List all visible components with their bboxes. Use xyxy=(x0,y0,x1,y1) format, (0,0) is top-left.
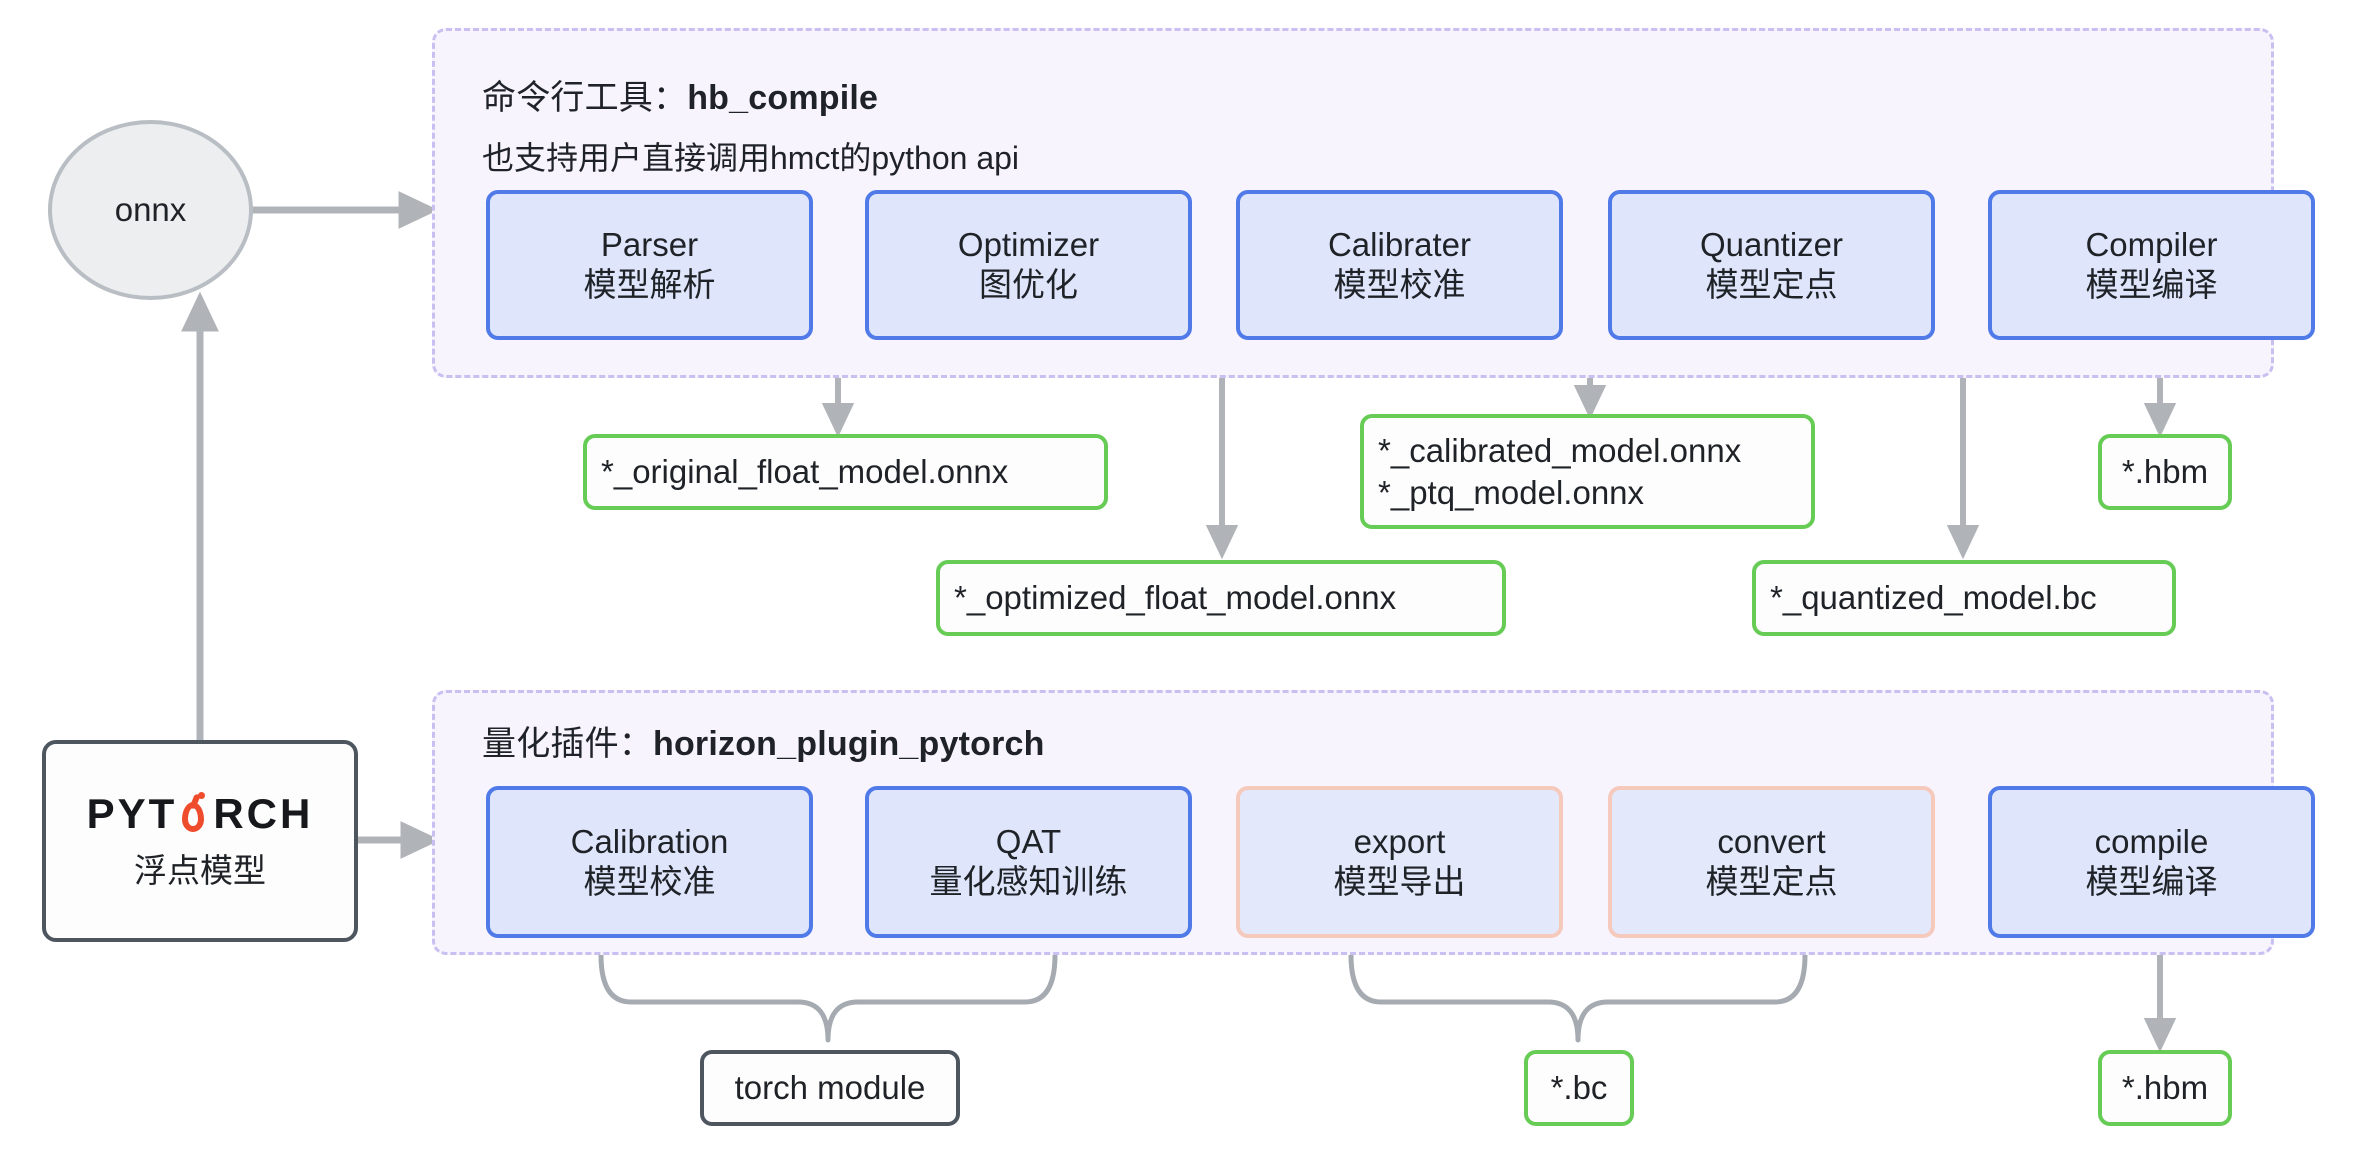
stage-convert-en: convert xyxy=(1717,822,1826,860)
stage-export[interactable]: export 模型导出 xyxy=(1236,786,1563,938)
stage-qat-cn: 量化感知训练 xyxy=(929,863,1128,900)
stage-calibration-en: Calibration xyxy=(570,822,729,860)
artifact-calibrated-model-line: *_calibrated_model.onnx xyxy=(1378,432,1742,470)
brace-torch-module xyxy=(598,952,1058,1043)
stage-optimizer-cn: 图优化 xyxy=(979,266,1078,303)
panel-hb-compile-title-prefix: 命令行工具： xyxy=(482,79,688,117)
stage-optimizer[interactable]: Optimizer 图优化 xyxy=(865,190,1192,340)
stage-quantizer[interactable]: Quantizer 模型定点 xyxy=(1608,190,1935,340)
pytorch-logo: PYT RCH xyxy=(87,790,314,838)
stage-calibrater-cn: 模型校准 xyxy=(1333,266,1466,303)
artifact-quantized-model-bc-line1: *_quantized_model.bc xyxy=(1770,579,2097,617)
onnx-label: onnx xyxy=(114,191,187,228)
source-node-pytorch[interactable]: PYT RCH 浮点模型 xyxy=(42,740,358,942)
panel-hb-compile-title-strong: hb_compile xyxy=(687,79,879,117)
stage-qat[interactable]: QAT 量化感知训练 xyxy=(865,786,1192,938)
stage-optimizer-en: Optimizer xyxy=(957,225,1100,263)
stage-parser-en: Parser xyxy=(600,225,699,263)
panel-plugin-title-strong: horizon_plugin_pytorch xyxy=(653,725,1045,763)
artifact-ptq-model-line: *_ptq_model.onnx xyxy=(1378,473,1645,511)
artifact-bc-bottom[interactable]: *.bc xyxy=(1524,1050,1634,1126)
stage-convert[interactable]: convert 模型定点 xyxy=(1608,786,1935,938)
stage-compiler-cn: 模型编译 xyxy=(2085,266,2218,303)
source-node-onnx[interactable]: onnx xyxy=(48,120,253,300)
panel-hb-compile-title: 命令行工具：hb_compile xyxy=(482,70,878,119)
stage-calibration-cn: 模型校准 xyxy=(583,863,716,900)
panel-plugin-title: 量化插件：horizon_plugin_pytorch xyxy=(482,716,1045,765)
stage-quantizer-en: Quantizer xyxy=(1699,225,1844,263)
stage-quantizer-cn: 模型定点 xyxy=(1705,266,1838,303)
pytorch-logo-right: RCH xyxy=(213,790,314,837)
stage-parser[interactable]: Parser 模型解析 xyxy=(486,190,813,340)
brace-bc xyxy=(1348,952,1808,1043)
pytorch-caption: 浮点模型 xyxy=(134,852,266,889)
stage-export-cn: 模型导出 xyxy=(1333,863,1466,900)
stage-compile[interactable]: compile 模型编译 xyxy=(1988,786,2315,938)
stage-compiler-en: Compiler xyxy=(2085,225,2218,263)
artifact-torch-module-line1: torch module xyxy=(734,1069,926,1106)
stage-qat-en: QAT xyxy=(995,822,1062,860)
stage-parser-cn: 模型解析 xyxy=(583,266,716,303)
artifact-optimized-float-model-line1: *_optimized_float_model.onnx xyxy=(954,579,1397,617)
artifact-optimized-float-model[interactable]: *_optimized_float_model.onnx xyxy=(936,560,1506,636)
artifact-hbm-top-line1: *.hbm xyxy=(2121,453,2209,491)
stage-calibration[interactable]: Calibration 模型校准 xyxy=(486,786,813,938)
artifact-calibrated-ptq-model[interactable]: *_calibrated_model.onnx *_ptq_model.onnx xyxy=(1360,414,1815,529)
stage-compile-en: compile xyxy=(2094,822,2209,860)
artifact-hbm-top[interactable]: *.hbm xyxy=(2098,434,2232,510)
panel-hb-compile-subtitle: 也支持用户直接调用hmct的python api xyxy=(482,140,1020,176)
artifact-original-float-model-line1: *_original_float_model.onnx xyxy=(601,453,1009,491)
artifact-hbm-bottom-line1: *.hbm xyxy=(2121,1069,2209,1107)
stage-compile-cn: 模型编译 xyxy=(2085,863,2218,900)
artifact-hbm-bottom[interactable]: *.hbm xyxy=(2098,1050,2232,1126)
pytorch-flame-icon xyxy=(178,792,212,836)
panel-plugin-title-prefix: 量化插件： xyxy=(482,725,653,763)
stage-export-en: export xyxy=(1353,822,1446,860)
stage-convert-cn: 模型定点 xyxy=(1705,863,1838,900)
stage-calibrater-en: Calibrater xyxy=(1327,225,1472,263)
stage-compiler[interactable]: Compiler 模型编译 xyxy=(1988,190,2315,340)
artifact-bc-bottom-line1: *.bc xyxy=(1550,1069,1608,1107)
pytorch-logo-left: PYT xyxy=(86,790,178,837)
artifact-original-float-model[interactable]: *_original_float_model.onnx xyxy=(583,434,1108,510)
artifact-torch-module[interactable]: torch module xyxy=(700,1050,960,1126)
artifact-quantized-model-bc[interactable]: *_quantized_model.bc xyxy=(1752,560,2176,636)
stage-calibrater[interactable]: Calibrater 模型校准 xyxy=(1236,190,1563,340)
